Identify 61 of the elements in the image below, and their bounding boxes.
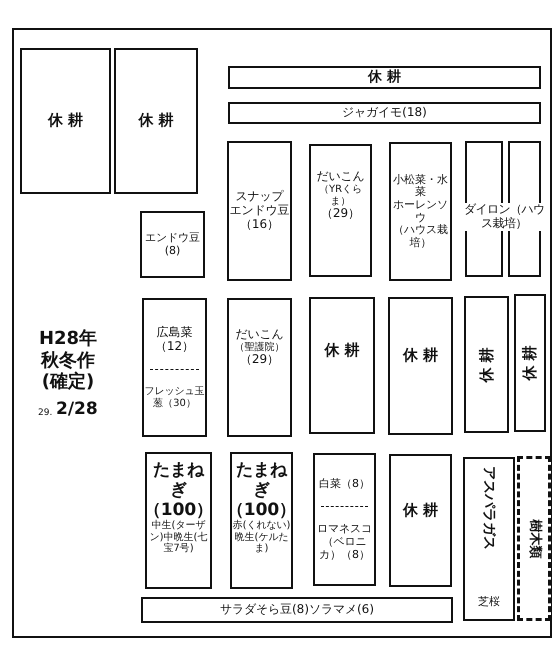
- plot-label: たまねぎ: [235, 461, 288, 501]
- plot-label: だいこん: [316, 170, 364, 184]
- title: H28年秋冬作(確定): [38, 328, 98, 393]
- plot-label: エンドウ豆(8): [144, 232, 201, 258]
- plot-label: エンドウ豆: [230, 204, 290, 218]
- plot-box: [463, 457, 515, 621]
- plot-box: [114, 48, 198, 194]
- plot-label: ジャガイモ(18): [342, 106, 427, 120]
- plot-box: [514, 294, 546, 432]
- plot-label: （100）: [226, 500, 296, 520]
- plot-label: 休 耕: [138, 112, 174, 130]
- plot-label: 白菜（8）: [319, 478, 370, 490]
- plot-label: （29）: [240, 353, 280, 368]
- plot-label: （16）: [240, 218, 280, 232]
- plot-box: [142, 298, 207, 437]
- plot-box: [227, 298, 292, 437]
- plot-label: スナップ: [236, 190, 284, 204]
- plot-label: 赤(くれない)晩生(ケルたま): [232, 520, 291, 555]
- plot-box: [389, 454, 452, 587]
- plot-label: ロマネスコ（ベロニカ）（8）: [316, 523, 373, 562]
- plot-label: 休 耕: [48, 112, 84, 130]
- plot-box: [227, 141, 292, 281]
- plot-box: [309, 297, 375, 434]
- date-label: 2/28: [56, 400, 98, 420]
- plot-label: 休 耕: [324, 342, 360, 360]
- plot-label: フレッシュ玉葱（30）: [144, 386, 205, 410]
- plot-label: 中生(ターザン)中晩生(七宝7号): [148, 520, 208, 555]
- plot-label: 小松菜・水菜: [392, 174, 449, 199]
- plot-box: [517, 456, 551, 621]
- plot-label: ダイロン（ハウス栽培）: [462, 203, 546, 231]
- plot-label: だいこん: [236, 328, 284, 342]
- plot-label: 芝桜: [478, 596, 500, 609]
- plot-label: たまねぎ: [152, 461, 206, 501]
- plot-box: [140, 211, 205, 278]
- plot-box: [309, 144, 372, 277]
- plot-label: （YRくらま）: [318, 184, 364, 207]
- plot-label: 休 耕: [368, 69, 401, 86]
- plot-box: [388, 297, 453, 435]
- plot-label: （聖護院）: [234, 342, 284, 354]
- plot-label: 休 耕: [402, 347, 438, 365]
- plot-label: 休 耕: [478, 346, 496, 382]
- plot-box: [145, 452, 212, 589]
- plot-box: [228, 66, 541, 89]
- plot-label: 休 耕: [402, 502, 438, 520]
- plot-box: [464, 296, 509, 433]
- plot-box: [228, 102, 541, 124]
- plot-box: [230, 452, 293, 589]
- date-label: 29.: [38, 408, 52, 418]
- plot-label: （100）: [144, 500, 214, 520]
- plot-label: （ハウス栽培）: [392, 224, 449, 250]
- plot-label: 樹木類: [526, 519, 542, 558]
- plot-label: 休 耕: [521, 345, 539, 381]
- plot-box: [313, 453, 376, 586]
- plot-label: ホーレンソウ: [392, 198, 449, 224]
- plot-box: [389, 142, 452, 281]
- plot-label: 広島菜（12）: [154, 326, 196, 354]
- plot-label: サラダそら豆(8)ソラマメ(6): [220, 603, 374, 617]
- plot-box: [20, 48, 111, 194]
- plot-box: [141, 597, 453, 623]
- plot-label: アスパラガス: [480, 466, 498, 550]
- plot-label: （29）: [320, 207, 360, 221]
